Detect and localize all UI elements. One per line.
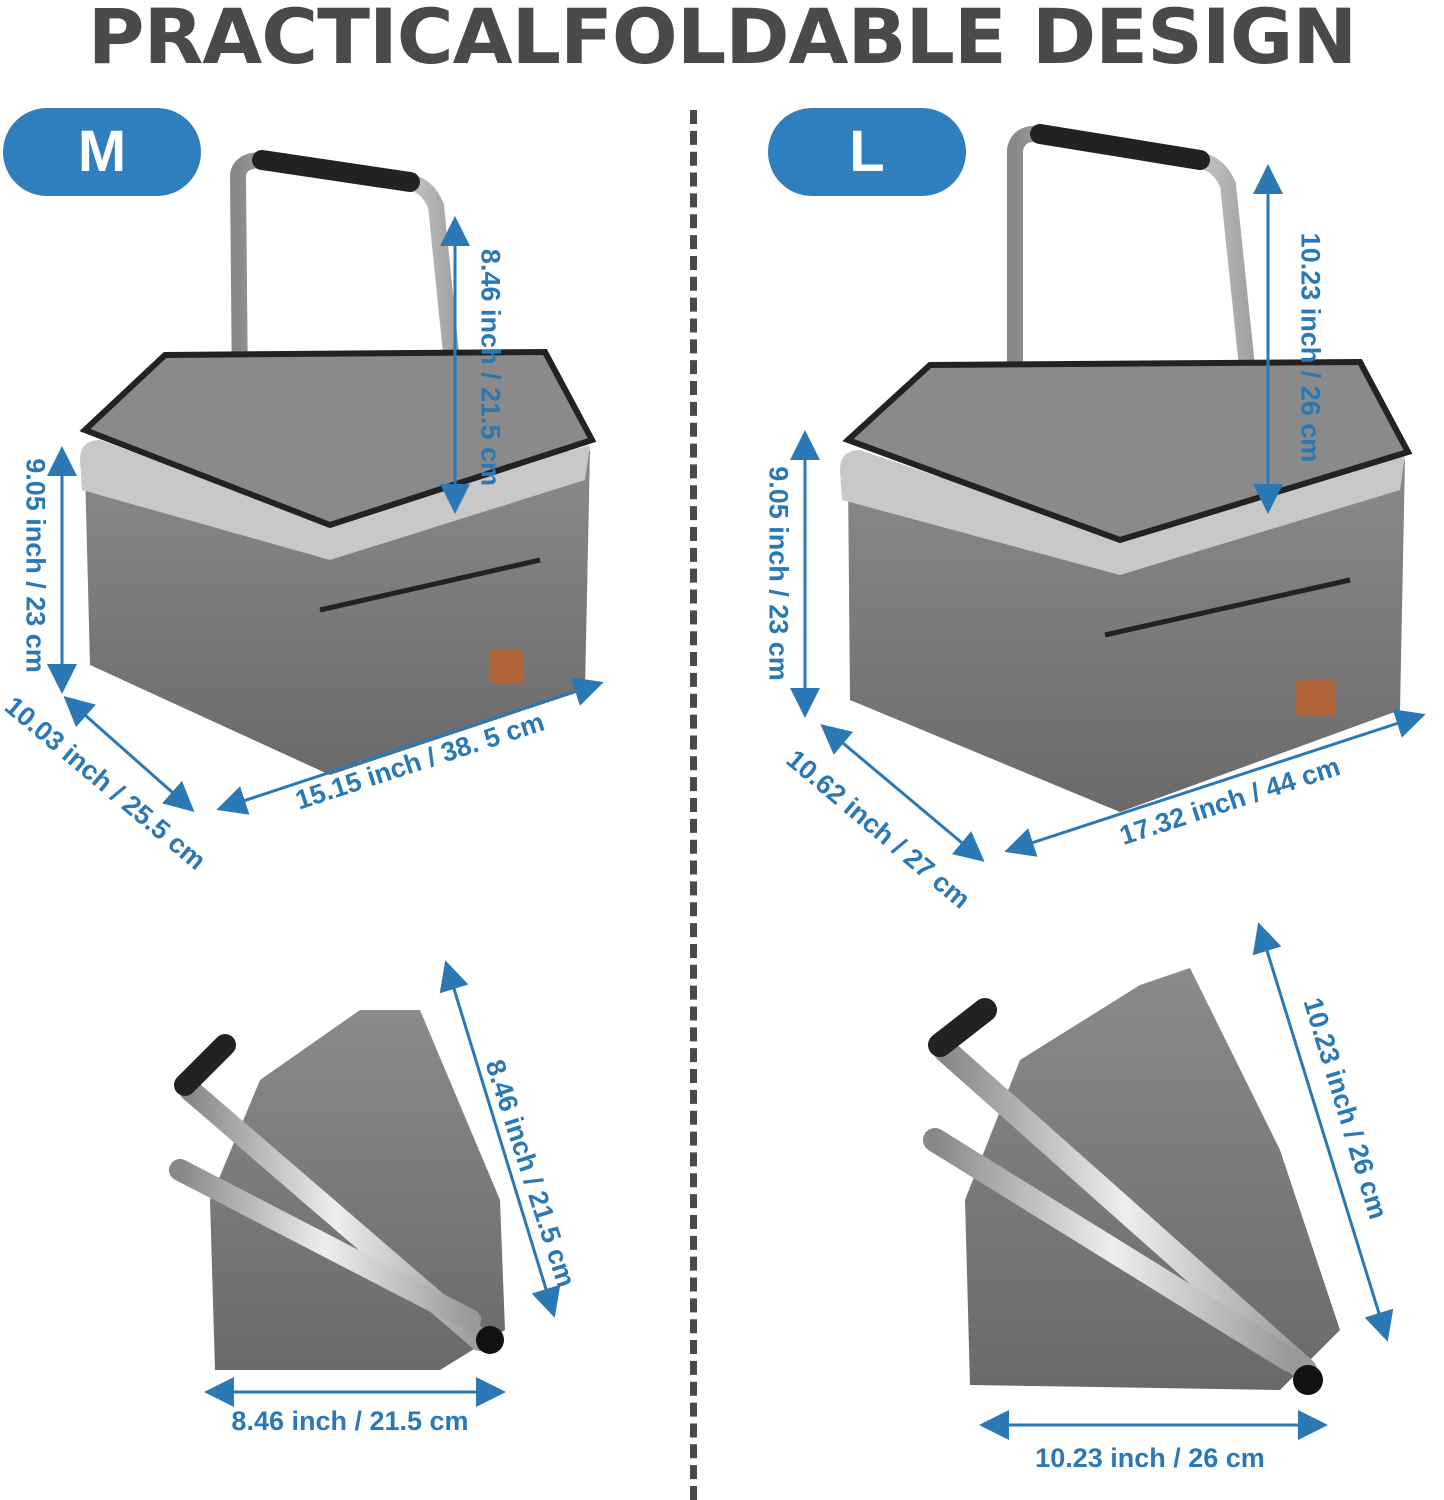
arrow-l-width [1004, 709, 1426, 857]
arrow-m-depth [63, 696, 195, 812]
basket-m-folded [169, 1010, 505, 1370]
l-body-height-label: 9.05 inch / 23 cm [763, 466, 794, 681]
basket-l-folded [923, 968, 1340, 1395]
m-handle-height-label: 8.46 inch / 21.5 cm [475, 248, 506, 487]
size-badge-m: M [3, 108, 201, 196]
dashed-divider [690, 110, 697, 1500]
size-badge-l: L [768, 108, 966, 196]
m-body-height-label: 9.05 inch / 23 cm [20, 458, 51, 673]
m-folded-width-label: 8.46 inch / 21.5 cm [231, 1406, 469, 1436]
arrow-l-depth [820, 724, 985, 862]
arrow-m-width [216, 677, 604, 815]
basket-m-open [79, 150, 597, 775]
l-handle-height-label: 10.23 inch / 26 cm [1295, 232, 1326, 463]
l-folded-width-label: 10.23 inch / 26 cm [1035, 1443, 1265, 1473]
arrow-l-folded-height [1252, 922, 1394, 1342]
brand-patch [490, 650, 524, 684]
arrow-m-folded-height [439, 960, 561, 1318]
brand-patch [1296, 680, 1336, 716]
page-title: PRACTICALFOLDABLE DESIGN [87, 0, 1357, 81]
